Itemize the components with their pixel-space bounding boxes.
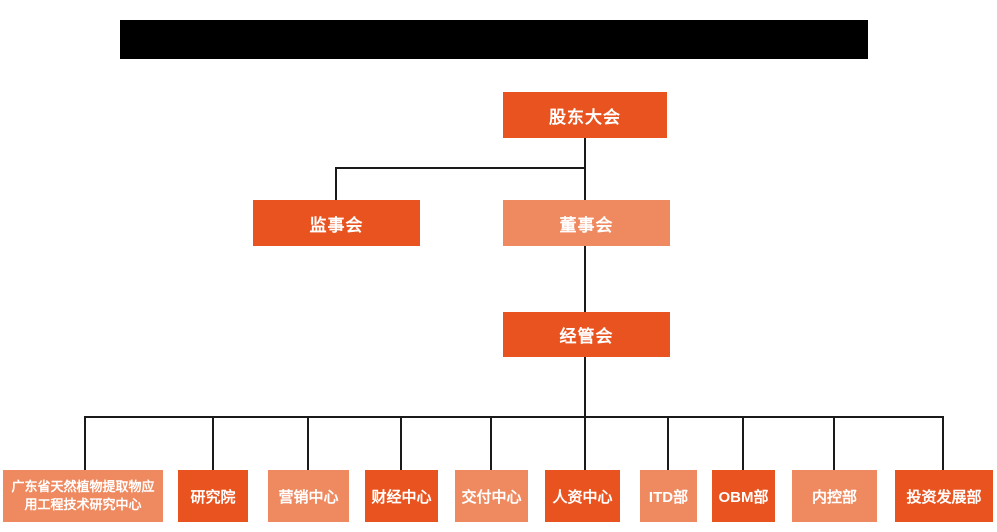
org-node-management-committee: 经管会 (503, 312, 670, 357)
org-node-label: 人资中心 (552, 488, 613, 506)
org-node-dept-itd: ITD部 (640, 470, 697, 522)
connector-drop-guangdong-center (84, 417, 86, 470)
connector-drop-delivery-center (490, 417, 492, 470)
org-node-dept-obm: OBM部 (712, 470, 775, 522)
connector-management-bus (584, 357, 586, 470)
connector-branch-horizontal (335, 167, 586, 169)
org-node-dept-research-institute: 研究院 (178, 470, 248, 522)
connector-department-bus (84, 416, 944, 418)
connector-drop-itd (667, 417, 669, 470)
org-node-label: 股东大会 (549, 107, 621, 127)
org-node-dept-delivery-center: 交付中心 (455, 470, 528, 522)
connector-drop-obm (742, 417, 744, 470)
org-node-label: 研究院 (190, 488, 236, 506)
org-node-supervisory-board: 监事会 (253, 200, 420, 246)
org-node-dept-marketing-center: 营销中心 (268, 470, 349, 522)
connector-board-management (584, 246, 586, 312)
connector-root-board (584, 138, 586, 200)
org-node-dept-internal-control: 内控部 (792, 470, 877, 522)
org-node-shareholders-meeting: 股东大会 (503, 92, 667, 138)
org-node-label: 财经中心 (371, 488, 432, 506)
connector-supervisory-drop (335, 167, 337, 200)
org-node-label: 投资发展部 (906, 488, 982, 506)
org-node-label: 董事会 (559, 215, 614, 235)
connector-drop-finance-center (400, 417, 402, 470)
connector-drop-research-institute (212, 417, 214, 470)
connector-drop-internal-control (833, 417, 835, 470)
org-node-label: 监事会 (309, 215, 364, 235)
org-node-label: 交付中心 (461, 488, 522, 506)
org-node-dept-finance-center: 财经中心 (365, 470, 438, 522)
connector-drop-marketing-center (307, 417, 309, 470)
redacted-title-bar (120, 20, 868, 59)
org-node-label: 营销中心 (278, 488, 339, 506)
org-node-label: 内控部 (811, 488, 857, 506)
connector-drop-investment-development (942, 417, 944, 470)
org-node-label: OBM部 (718, 488, 769, 506)
org-node-board-of-directors: 董事会 (503, 200, 670, 246)
org-node-label: ITD部 (648, 488, 689, 506)
org-node-dept-investment-development: 投资发展部 (895, 470, 993, 522)
org-node-dept-hr-center: 人资中心 (545, 470, 620, 522)
org-node-label: 经管会 (559, 327, 614, 346)
org-node-dept-guangdong-research-center: 广东省天然植物提取物应用工程技术研究中心 (3, 470, 163, 522)
org-node-label: 广东省天然植物提取物应用工程技术研究中心 (11, 478, 155, 512)
